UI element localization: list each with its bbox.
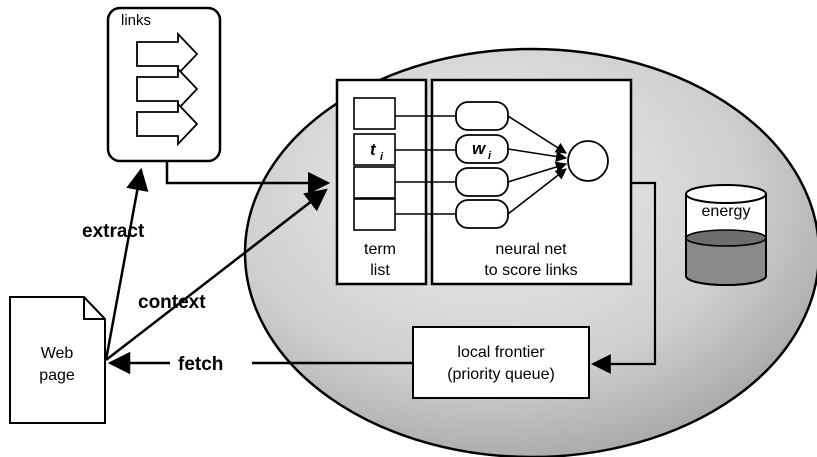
links-to-termlist-arrow: [165, 160, 331, 195]
weight-subscript: i: [488, 150, 492, 162]
score-to-frontier-arrow: [591, 181, 657, 374]
local-frontier: local frontier (priority queue): [412, 326, 590, 399]
context-arrow: [105, 188, 328, 361]
weight-node: [455, 167, 509, 197]
term-list-label-line1: term: [364, 241, 396, 258]
neural-net-label-line1: neural net: [495, 241, 567, 258]
weight-node: [455, 199, 509, 229]
extract-label: extract: [82, 221, 145, 242]
neural-net: w i neural net to score links: [395, 78, 633, 286]
frontier-label-line2: (priority queue): [447, 366, 555, 383]
web-page-label-line1: Web: [41, 345, 74, 362]
web-page: Web page: [9, 296, 106, 424]
web-page-label-line2: page: [39, 367, 75, 384]
output-node: [567, 140, 609, 182]
term-cell-subscript: i: [380, 151, 384, 163]
link-arrow-icon: [136, 66, 199, 112]
extract-arrow: [104, 167, 149, 361]
term-cell-label: t: [370, 140, 377, 159]
link-arrow-icon: [136, 31, 199, 77]
term-list-label-line2: list: [370, 262, 390, 279]
neural-net-label-line2: to score links: [484, 262, 577, 279]
energy-cylinder: energy: [685, 184, 767, 286]
weight-label: w: [472, 139, 487, 158]
link-arrow-icon: [136, 101, 199, 147]
frontier-label-line1: local frontier: [457, 344, 545, 361]
energy-level-surface: [685, 229, 767, 247]
energy-level-fill: [686, 238, 766, 285]
document-icon: [9, 296, 106, 424]
links-label: links: [121, 12, 151, 29]
weight-node: [455, 101, 509, 131]
fetch-label: fetch: [178, 354, 223, 375]
energy-label: energy: [702, 203, 751, 220]
links-box: links: [106, 6, 222, 163]
context-label: context: [138, 292, 206, 313]
